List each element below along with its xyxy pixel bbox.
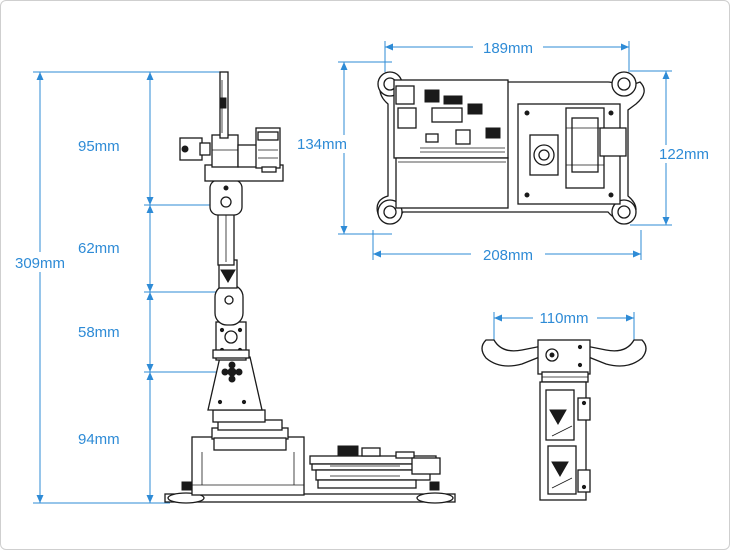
top-view [376,71,645,225]
label-segment-top: 95mm [78,138,120,155]
dimension-labels: 309mm 95mm 62mm 58mm 94mm 189mm 208mm 13… [3,38,722,448]
label-total-height: 309mm [15,255,65,272]
suction-foot-right [416,481,454,504]
battery-pack [395,157,509,209]
gripper-jaw-left [481,339,543,367]
label-gripper-width: 110mm [540,310,589,327]
gripper-jaw-right [585,339,647,367]
label-top-height-left: 134mm [297,136,347,153]
label-top-width-outer: 208mm [483,247,533,264]
label-segment-2: 62mm [78,240,120,257]
link-2 [214,284,244,326]
label-segment-base: 94mm [78,431,120,448]
robot-arm-side-view [164,71,456,504]
cross-joint [221,361,243,383]
label-top-width-inner: 189mm [483,40,533,57]
label-segment-3: 58mm [78,324,120,341]
gripper-view [481,339,647,501]
controller-board [309,445,441,489]
label-top-height-right: 122mm [659,146,709,163]
